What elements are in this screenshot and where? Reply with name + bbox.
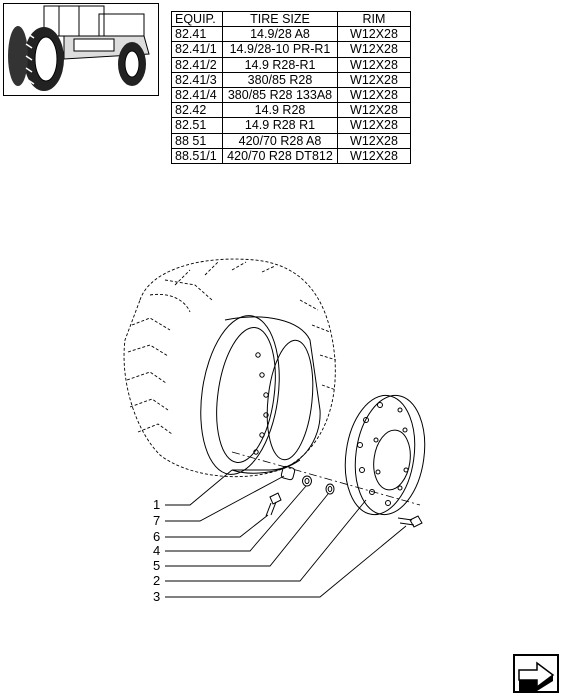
equip-cell: 82.41/2 [171,56,223,73]
column-header-equip: EQUIP. [171,10,223,28]
callout-5: 5 [153,558,161,573]
callout-4: 4 [153,543,161,558]
equip-cell: 82.41 [171,26,223,43]
equip-cell: 82.42 [171,102,223,119]
rim-cell: W12X28 [337,41,411,58]
assembly-axis [231,451,421,506]
rim [200,315,321,475]
callout-7: 7 [153,513,161,528]
leader-lines [165,469,407,598]
tire-outline [123,258,337,478]
rim-cell: W12X28 [337,147,411,164]
tire-size-cell: 420/70 R28 DT812 [222,147,338,164]
small-parts [265,465,423,528]
tractor-thumbnail-icon [3,3,159,96]
next-page-arrow-icon[interactable] [513,654,559,693]
rim-cell: W12X28 [337,71,411,88]
rim-cell: W12X28 [337,117,411,134]
column-header-tire-size: TIRE SIZE [222,10,338,28]
callout-6: 6 [153,529,161,544]
tire-size-cell: 14.9/28 A8 [222,26,338,43]
wheel-disc [344,394,426,516]
callout-1: 1 [153,497,161,512]
callout-3: 3 [153,589,161,604]
equip-cell: 88.51/1 [171,147,223,164]
callout-2: 2 [153,573,161,588]
rim-cell: W12X28 [337,26,411,43]
